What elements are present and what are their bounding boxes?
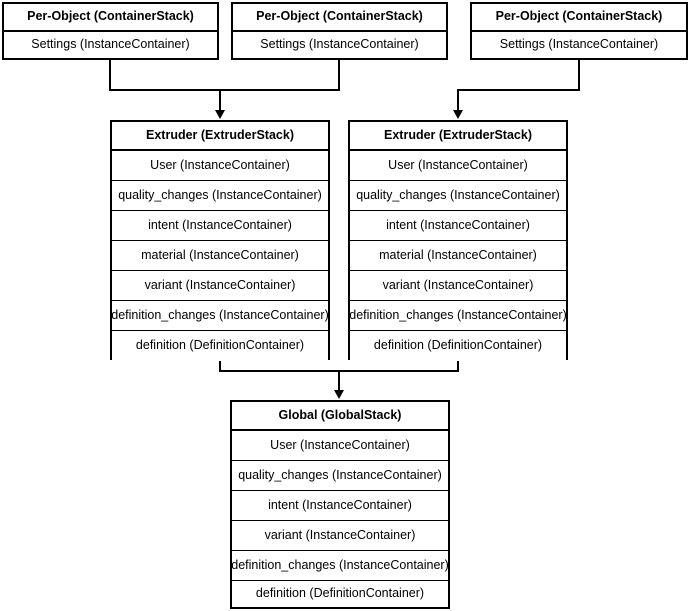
- edge-extruder-2-arrow-stem: [457, 89, 459, 112]
- edge-per-object-2-drop: [338, 60, 340, 91]
- node-row: Settings (InstanceContainer): [233, 32, 446, 58]
- edge-join-bar-extruder-1: [109, 89, 340, 91]
- node-row: variant (InstanceContainer): [350, 271, 566, 301]
- node-row: quality_changes (InstanceContainer): [232, 461, 448, 491]
- node-row: definition (DefinitionContainer): [232, 581, 448, 607]
- node-row: definition_changes (InstanceContainer): [349, 301, 567, 331]
- edge-global-arrow-head: [334, 390, 344, 399]
- node-row: definition_changes (InstanceContainer): [111, 301, 329, 331]
- node-row: User (InstanceContainer): [232, 431, 448, 461]
- node-row: variant (InstanceContainer): [112, 271, 328, 301]
- node-header: Extruder (ExtruderStack): [350, 122, 566, 151]
- node-row: material (InstanceContainer): [112, 241, 328, 271]
- node-header: Extruder (ExtruderStack): [112, 122, 328, 151]
- edge-extruder-2-arrow-head: [453, 110, 463, 119]
- node-header: Per-Object (ContainerStack): [233, 4, 446, 32]
- node-row: Settings (InstanceContainer): [472, 32, 686, 58]
- node-per-object-2[interactable]: Per-Object (ContainerStack) Settings (In…: [231, 2, 448, 60]
- node-row: material (InstanceContainer): [350, 241, 566, 271]
- node-header: Per-Object (ContainerStack): [4, 4, 217, 32]
- edge-extruder-2-drop: [457, 360, 459, 372]
- edge-global-arrow-stem: [338, 370, 340, 392]
- edge-join-bar-extruder-2: [458, 89, 580, 91]
- node-row: intent (InstanceContainer): [232, 491, 448, 521]
- node-row: intent (InstanceContainer): [350, 211, 566, 241]
- edge-extruder-1-arrow-head: [215, 110, 225, 119]
- node-row: definition_changes (InstanceContainer): [231, 551, 449, 581]
- node-row: definition (DefinitionContainer): [350, 331, 566, 361]
- node-row: User (InstanceContainer): [350, 151, 566, 181]
- node-per-object-3[interactable]: Per-Object (ContainerStack) Settings (In…: [470, 2, 688, 60]
- node-extruder-1[interactable]: Extruder (ExtruderStack) User (InstanceC…: [110, 120, 330, 361]
- node-row: User (InstanceContainer): [112, 151, 328, 181]
- edge-per-object-3-drop: [578, 60, 580, 91]
- node-per-object-1[interactable]: Per-Object (ContainerStack) Settings (In…: [2, 2, 219, 60]
- node-extruder-2[interactable]: Extruder (ExtruderStack) User (InstanceC…: [348, 120, 568, 361]
- node-header: Per-Object (ContainerStack): [472, 4, 686, 32]
- node-row: definition (DefinitionContainer): [112, 331, 328, 361]
- node-row: variant (InstanceContainer): [232, 521, 448, 551]
- node-row: quality_changes (InstanceContainer): [112, 181, 328, 211]
- node-row: Settings (InstanceContainer): [4, 32, 217, 58]
- node-header: Global (GlobalStack): [232, 402, 448, 431]
- edge-extruder-1-arrow-stem: [219, 89, 221, 112]
- node-row: quality_changes (InstanceContainer): [350, 181, 566, 211]
- node-row: intent (InstanceContainer): [112, 211, 328, 241]
- node-global[interactable]: Global (GlobalStack) User (InstanceConta…: [230, 400, 450, 609]
- edge-extruder-1-drop: [219, 360, 221, 372]
- edge-per-object-1-drop: [109, 60, 111, 91]
